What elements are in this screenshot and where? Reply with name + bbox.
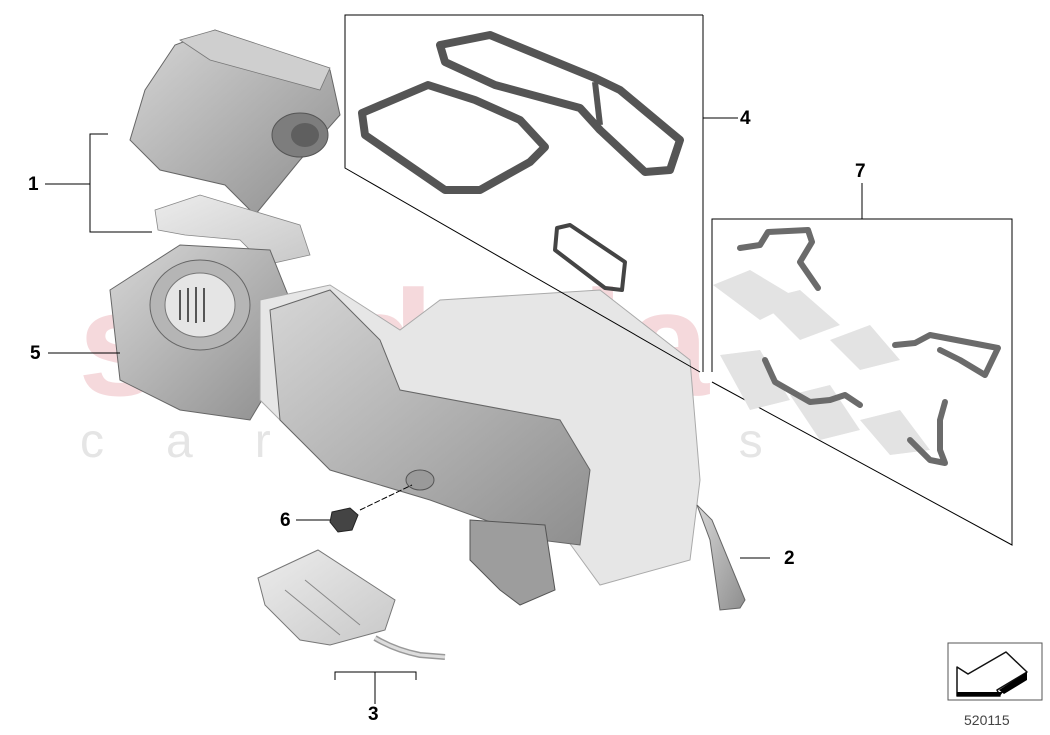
part-6-grommet[interactable]: [329, 484, 413, 533]
main-hvac-housing[interactable]: [259, 284, 701, 606]
part-5-blower-housing[interactable]: [109, 244, 291, 421]
callout-1[interactable]: 1: [28, 174, 39, 195]
callout-2[interactable]: 2: [784, 548, 795, 569]
callout-6[interactable]: 6: [280, 510, 291, 531]
callout-7[interactable]: 7: [855, 161, 866, 182]
part-3-lower-cover[interactable]: [257, 549, 446, 660]
part-1-upper-housing[interactable]: [129, 29, 341, 266]
callout-4[interactable]: 4: [740, 108, 751, 129]
diagram-number: 520115: [964, 712, 1010, 728]
leader-lines: [45, 117, 770, 704]
orientation-arrow-icon: [947, 642, 1043, 701]
callout-3[interactable]: 3: [368, 704, 379, 725]
part-2-side-flap[interactable]: [696, 504, 746, 611]
part-7-pipe-set[interactable]: [711, 183, 1013, 546]
part-4-gasket-set[interactable]: [344, 14, 704, 373]
callout-5[interactable]: 5: [30, 343, 41, 364]
